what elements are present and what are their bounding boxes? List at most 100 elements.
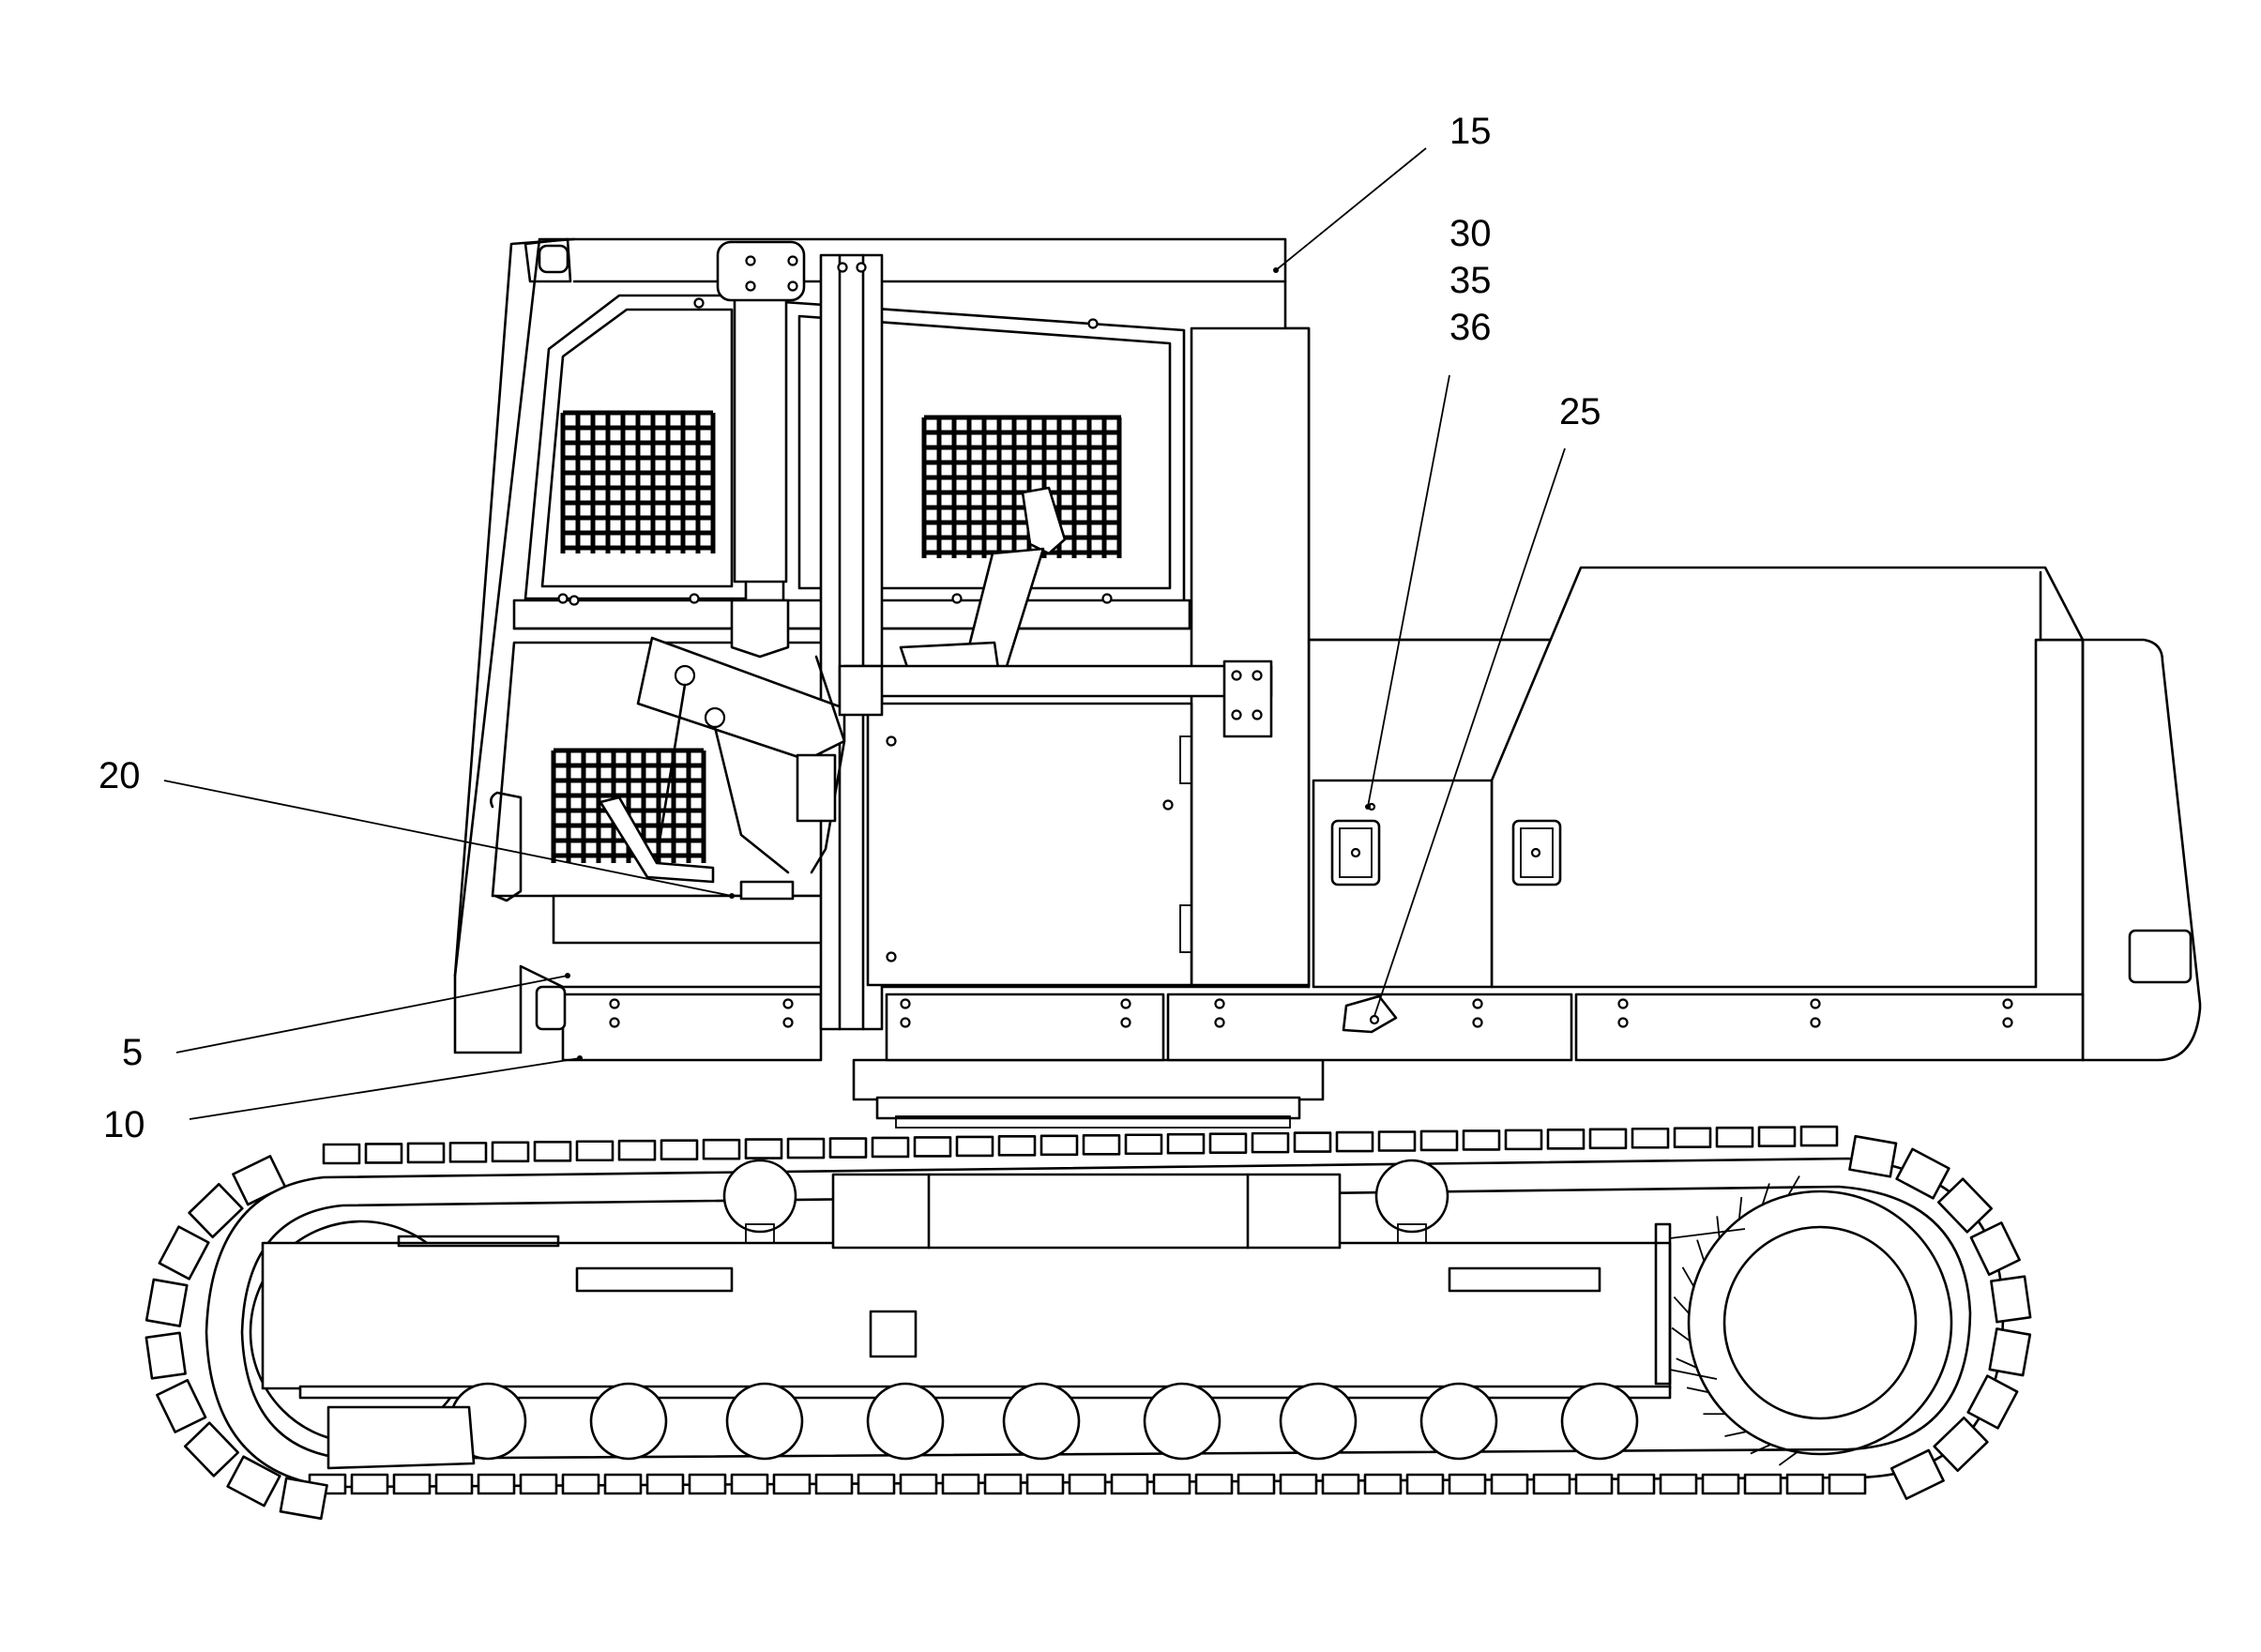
leader-10-dot: [577, 1055, 583, 1061]
track-roller: [1419, 1382, 1498, 1461]
bolt: [569, 595, 580, 606]
bolt: [1617, 1017, 1629, 1028]
fuel-cap-bolt: [1369, 1014, 1380, 1025]
track-shoe-bottom: [899, 1473, 938, 1495]
track-shoe-bottom: [1448, 1473, 1487, 1495]
track-shoe-top: [1335, 1130, 1374, 1153]
track-shoe-top: [364, 1143, 403, 1164]
bolt: [1120, 998, 1131, 1009]
track-shoe-bottom: [772, 1473, 812, 1495]
track-shoe-top: [575, 1140, 615, 1162]
deck-plate-2: [885, 993, 1165, 1062]
track-shoe-bottom: [1110, 1473, 1149, 1495]
track-shoe-top: [828, 1137, 868, 1159]
side-door-latch-inner: [1339, 827, 1373, 878]
control-cabinet: [866, 702, 1193, 987]
track-shoe-end-front: [1848, 1134, 1898, 1178]
deck-plate-4: [1574, 993, 2085, 1062]
leader-15-dot: [1273, 267, 1279, 273]
track-shoe-top: [955, 1135, 994, 1158]
track-shoe-bottom: [1616, 1473, 1656, 1495]
bolt: [609, 1017, 620, 1028]
bolt: [745, 280, 756, 292]
callout-36: 36: [1449, 307, 1492, 348]
bolt: [745, 255, 756, 266]
track-shoe-end-front: [1966, 1374, 2019, 1430]
track-shoe-end-rear: [183, 1421, 240, 1478]
carrier-roller-left: [722, 1159, 797, 1234]
rear-pillar-lower-bracket: [730, 599, 790, 659]
track-shoe-top: [1799, 1125, 1839, 1147]
drive-sprocket: [1687, 1190, 1953, 1456]
bolt: [900, 1017, 911, 1028]
track-shoe-top: [491, 1141, 530, 1163]
fuel-cap: [1342, 994, 1398, 1034]
track-shoe-top: [322, 1143, 361, 1165]
sprocket-guard-post: [1654, 1222, 1672, 1386]
leader-5-dot: [565, 973, 570, 978]
track-shoe-bottom: [1659, 1473, 1698, 1495]
console-base: [552, 894, 846, 945]
bolt: [1252, 670, 1263, 681]
leader-30-35-36-dot: [1365, 804, 1371, 810]
sprocket-guard-brace: [1669, 1228, 1746, 1380]
bolt: [1617, 998, 1629, 1009]
track-shoe-bottom: [1237, 1473, 1276, 1495]
boom-rod: [655, 683, 687, 860]
boom-pin-1: [674, 664, 696, 687]
carrier-roller-right-mount: [1397, 1223, 1427, 1244]
track-roller: [589, 1382, 668, 1461]
cab-handle-top: [538, 244, 569, 274]
track-shoe-end-rear: [226, 1455, 281, 1508]
bolt: [609, 998, 620, 1009]
track-shoe-bottom: [1532, 1473, 1571, 1495]
bolt: [1252, 709, 1263, 720]
bolt: [782, 998, 794, 1009]
bolt: [856, 262, 867, 273]
leader-15: [1275, 147, 1427, 271]
track-shoe-bottom: [645, 1473, 685, 1495]
track-shoe-top: [1631, 1127, 1670, 1149]
track-shoe-bottom: [1068, 1473, 1107, 1495]
rear-pillar-top-bracket: [716, 240, 806, 302]
track-shoe-top: [913, 1136, 952, 1158]
track-roller: [1279, 1382, 1358, 1461]
bolt: [1231, 709, 1242, 720]
door-grab-handle: [490, 791, 523, 902]
carrier-roller-right: [1374, 1159, 1449, 1234]
track-inner-outline: [240, 1185, 1972, 1461]
frame-step: [397, 1235, 560, 1248]
track-shoe-bottom: [983, 1473, 1023, 1495]
track-shoe-bottom: [688, 1473, 727, 1495]
cabinet-hinge-upper: [1179, 735, 1192, 784]
sprocket-teeth: [1671, 1175, 1800, 1466]
track-roller: [725, 1382, 804, 1461]
track-shoe-end-front: [1936, 1177, 1994, 1234]
crawler-track: [144, 1125, 2032, 1521]
track-shoe-bottom: [392, 1473, 432, 1495]
bolt: [1214, 1017, 1225, 1028]
bolt: [1472, 998, 1483, 1009]
leader-5: [175, 975, 569, 1053]
bolt: [1162, 799, 1174, 811]
cabinet-hinge-lower: [1179, 904, 1192, 953]
track-shoe-bottom: [941, 1473, 980, 1495]
track-shoe-bottom: [603, 1473, 643, 1495]
track-shoe-bottom: [519, 1473, 558, 1495]
track-shoe-bottom: [561, 1473, 600, 1495]
handrail-bar: [842, 664, 1273, 698]
cab-handle-bottom: [535, 985, 567, 1031]
leader-lines: [163, 147, 1566, 1120]
drive-sprocket-hub: [1722, 1225, 1918, 1420]
track-shoe-top: [1546, 1129, 1586, 1150]
track-shoe-top: [406, 1142, 446, 1164]
track-shoe-bottom: [1152, 1473, 1191, 1495]
callout-15: 15: [1449, 111, 1492, 152]
bolts: [557, 255, 2013, 1028]
leader-20: [163, 780, 733, 897]
side-upper-window-grille: [921, 415, 1122, 558]
bolt: [900, 998, 911, 1009]
handrail-end-bracket: [1222, 659, 1273, 738]
track-shoe-end-front: [1969, 1221, 2021, 1277]
